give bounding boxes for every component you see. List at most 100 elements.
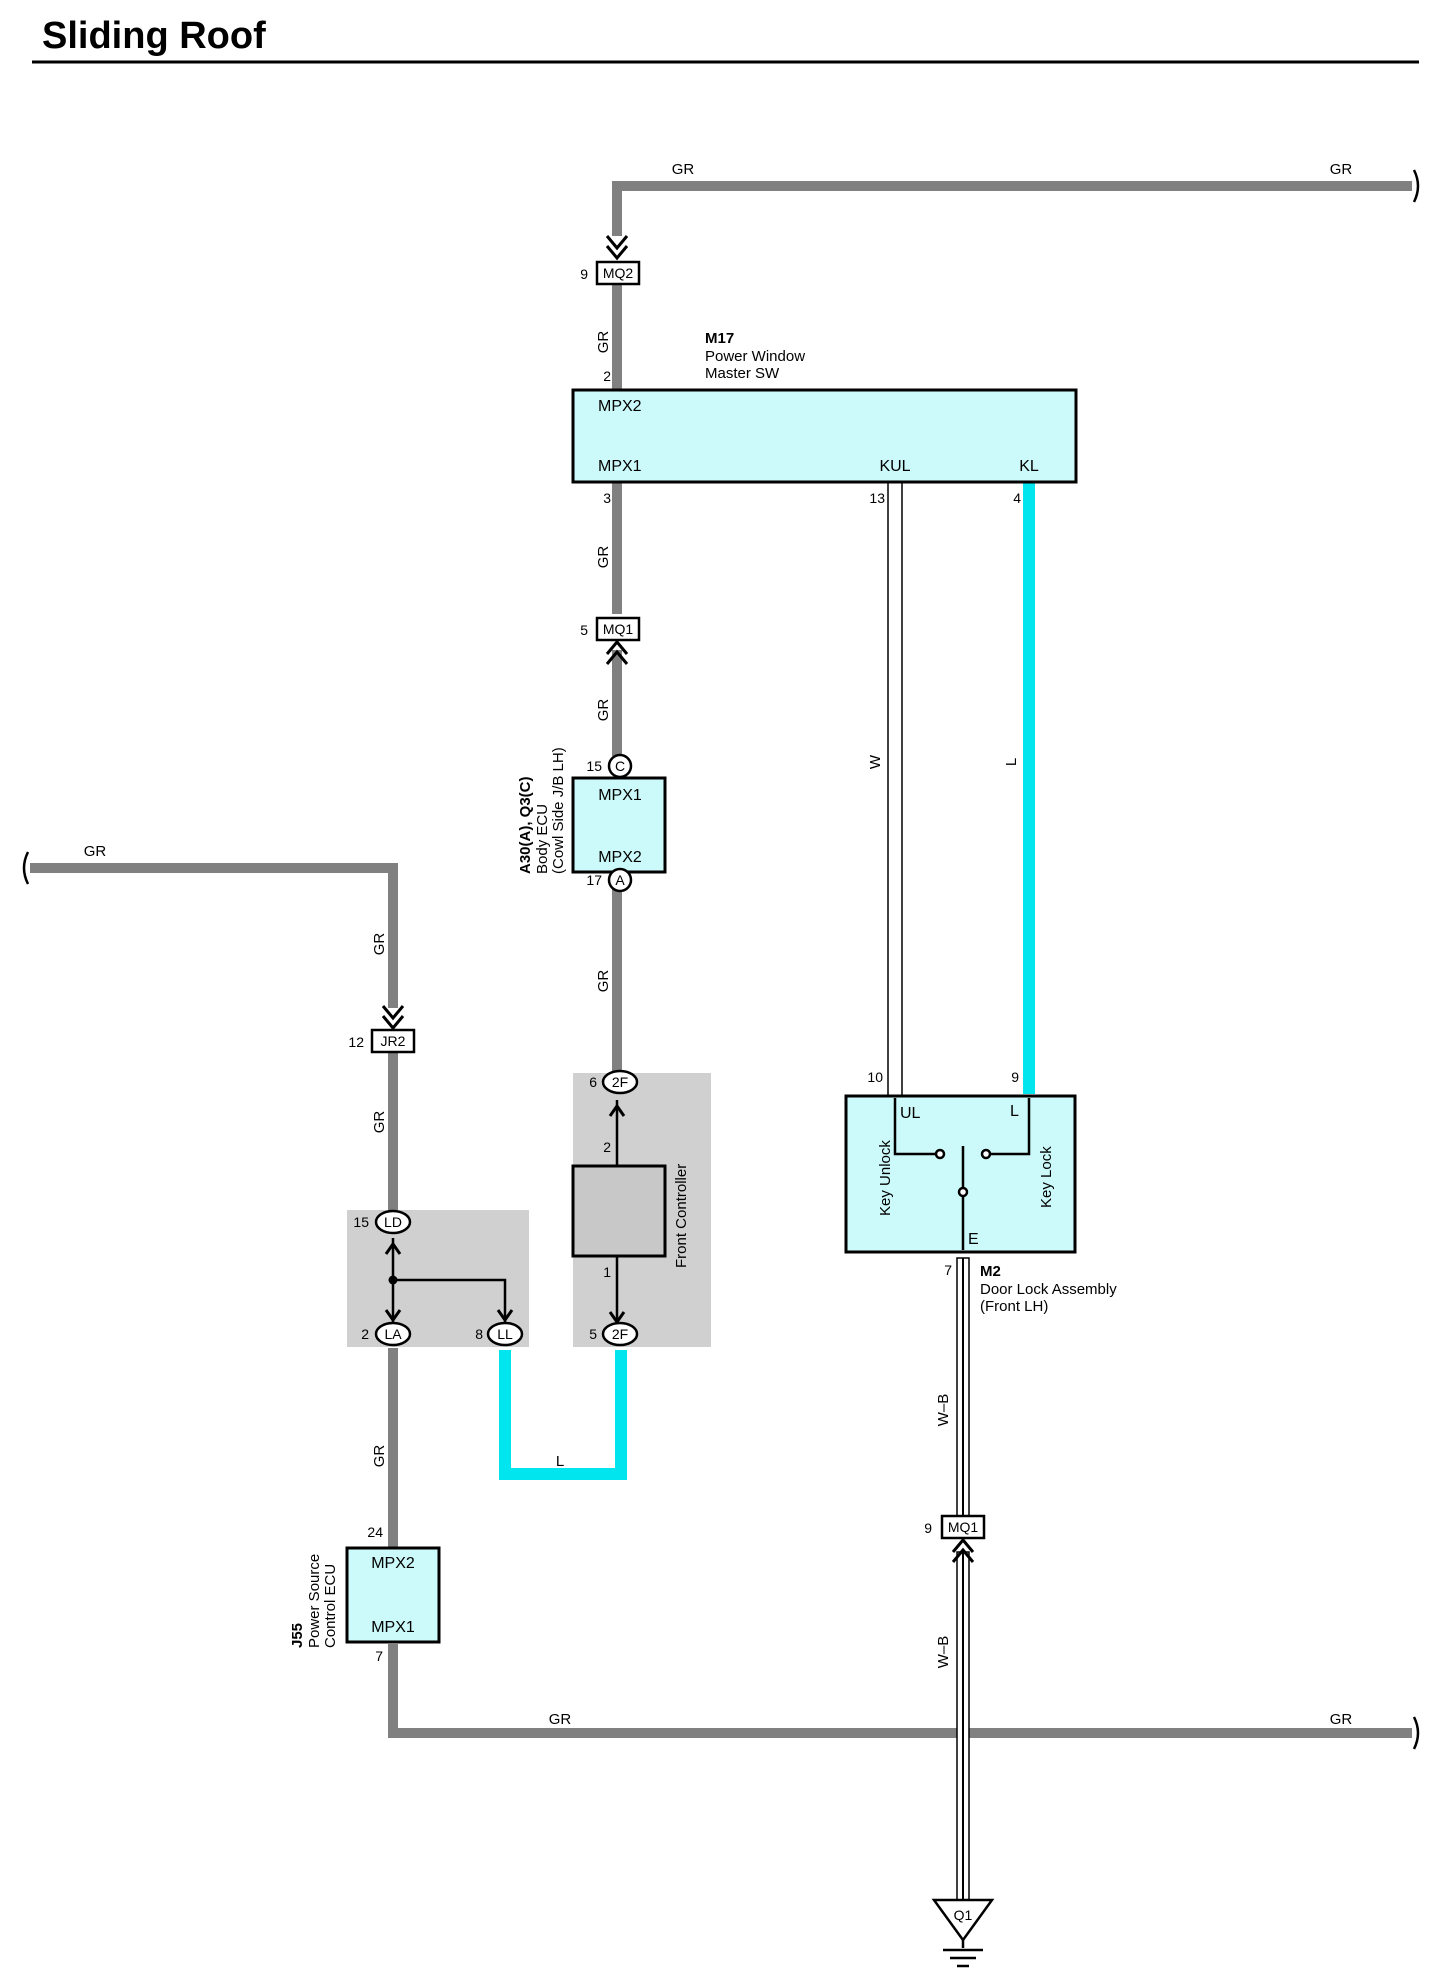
component-front-controller: 2F 6 2 1 2F 5 Front Controller	[571, 1069, 690, 1347]
connector-jr2-arrow	[381, 1005, 405, 1031]
m17-code: M17	[705, 330, 734, 347]
wire-label-wb-1: W–B	[935, 1394, 952, 1427]
connector-jr2-label: JR2	[381, 1033, 406, 1049]
wire-label-gr-v4: GR	[595, 970, 612, 993]
l-wires	[499, 482, 1035, 1480]
connector-la-label: LA	[384, 1326, 402, 1342]
body-ecu-name-2: (Cowl Side J/B LH)	[550, 747, 567, 874]
wire-label-gr-v7: GR	[371, 1445, 388, 1468]
wire-label-gr-v1: GR	[595, 331, 612, 354]
pin-j55-mpx1: 7	[375, 1648, 383, 1664]
pin-ll: 8	[475, 1326, 483, 1342]
pin-fc-bottom: 5	[589, 1326, 597, 1342]
front-controller-name: Front Controller	[673, 1164, 690, 1268]
connector-mq2-label: MQ2	[603, 265, 634, 281]
wb-wire	[956, 1257, 970, 1903]
j55-name-1: Power Source	[306, 1554, 323, 1648]
m2-terminal-ul: UL	[900, 1105, 921, 1122]
pin-ld: 15	[353, 1214, 369, 1230]
wire-break-marks	[22, 169, 1420, 1750]
pin-j55-mpx2: 24	[367, 1524, 383, 1540]
gr-wire-left	[30, 863, 398, 1008]
j55-box	[345, 1546, 441, 1644]
m17-terminal-mpx2: MPX2	[598, 398, 642, 415]
m2-key-unlock-label: Key Unlock	[877, 1140, 894, 1216]
pin-body-a: 17	[586, 872, 602, 888]
body-ecu-name-1: Body ECU	[534, 804, 551, 874]
wire-label-gr-v3: GR	[595, 699, 612, 722]
pin-jr2: 12	[348, 1034, 364, 1050]
connector-a-label: A	[615, 872, 625, 888]
m2-switch	[893, 1098, 1031, 1250]
body-ecu-code: A30(A), Q3(C)	[517, 776, 534, 874]
m2-box	[844, 1094, 1077, 1254]
gr-wire-top	[612, 181, 1412, 236]
m2-code: M2	[980, 1263, 1001, 1280]
wire-label-gr-top-right: GR	[1330, 161, 1353, 178]
connector-mq1-lower-label: MQ1	[948, 1519, 979, 1535]
m2-name-1: Door Lock Assembly	[980, 1281, 1117, 1298]
j55-code: J55	[289, 1623, 306, 1648]
wire-label-gr-bottom-right: GR	[1330, 1711, 1353, 1728]
gr-wire-bottom	[388, 1644, 1412, 1738]
connector-mq1-upper-label: MQ1	[603, 621, 634, 637]
wire-break-top-right	[1412, 169, 1420, 203]
wire-label-w: W	[867, 754, 884, 769]
pin-m2-e: 7	[944, 1262, 952, 1278]
wire-label-l-v: L	[1003, 758, 1020, 766]
connector-mq1-upper-arrow	[605, 639, 629, 665]
body-ecu-terminal-mpx2: MPX2	[598, 849, 642, 866]
wire-break-bottom-right	[1412, 1716, 1420, 1750]
pin-m17-mpx2: 2	[603, 368, 611, 384]
connector-2f-bottom-label: 2F	[612, 1326, 628, 1342]
pin-m17-kl: 4	[1013, 490, 1021, 506]
m17-name-1: Power Window	[705, 348, 805, 365]
pin-fc-internal-bottom: 1	[603, 1264, 611, 1280]
m17-terminal-kul: KUL	[879, 458, 910, 475]
wire-label-gr-bottom-left: GR	[549, 1711, 572, 1728]
wire-label-gr-v6: GR	[371, 1111, 388, 1134]
connector-ll-label: LL	[497, 1326, 513, 1342]
pin-m2-l: 9	[1011, 1069, 1019, 1085]
junction-group: LD 15 LA 2 LL 8	[353, 1209, 524, 1347]
wire-label-gr-left: GR	[84, 843, 107, 860]
wire-color-labels: GR GR GR GR GR L GR GR GR GR GR GR GR W …	[84, 161, 1353, 1728]
connector-ld-label: LD	[384, 1214, 402, 1230]
connector-mq1-lower-arrow	[951, 1537, 975, 1563]
body-ecu-terminal-mpx1: MPX1	[598, 787, 642, 804]
component-j55: MPX2 MPX1 24 7 J55 Power Source Control …	[289, 1524, 441, 1664]
m17-box	[571, 388, 1078, 484]
l-wire-ll-fc	[499, 1350, 627, 1480]
pin-fc-top: 6	[589, 1074, 597, 1090]
wire-label-wb-2: W–B	[935, 1636, 952, 1669]
j55-name-2: Control ECU	[322, 1564, 339, 1648]
m17-terminal-kl: KL	[1019, 458, 1039, 475]
pin-mq1-upper: 5	[580, 622, 588, 638]
wire-label-gr-v2: GR	[595, 546, 612, 569]
wire-label-l-bottom: L	[556, 1453, 564, 1470]
pin-mq1-lower: 9	[924, 1520, 932, 1536]
j55-terminal-mpx2: MPX2	[371, 1555, 415, 1572]
gr-wires	[30, 181, 1412, 1738]
component-m17: M17 Power Window Master SW MPX2 MPX1 KUL…	[571, 330, 1078, 506]
m2-terminal-l: L	[1010, 1103, 1019, 1120]
pin-la: 2	[361, 1326, 369, 1342]
pin-fc-internal-top: 2	[603, 1139, 611, 1155]
m2-name-2: (Front LH)	[980, 1298, 1048, 1315]
component-m2: 10 9 UL L E Key Unlock Key Lock 7 M2 Doo…	[844, 1069, 1117, 1315]
pin-body-c: 15	[586, 758, 602, 774]
connector-mq2-arrow	[605, 235, 629, 261]
j55-terminal-mpx1: MPX1	[371, 1619, 415, 1636]
connector-jr2: JR2 12	[348, 1005, 416, 1054]
pin-m2-ul: 10	[867, 1069, 883, 1085]
connector-c-label: C	[615, 758, 625, 774]
w-wire	[887, 481, 903, 1097]
ground-q1: Q1	[931, 1898, 995, 1968]
m17-terminal-mpx1: MPX1	[598, 458, 642, 475]
m17-name-2: Master SW	[705, 365, 780, 382]
connector-mq1-lower: MQ1 9	[924, 1514, 986, 1563]
wire-break-left	[22, 851, 30, 885]
wire-label-gr-top-left: GR	[672, 161, 695, 178]
pin-m17-mpx1: 3	[603, 490, 611, 506]
